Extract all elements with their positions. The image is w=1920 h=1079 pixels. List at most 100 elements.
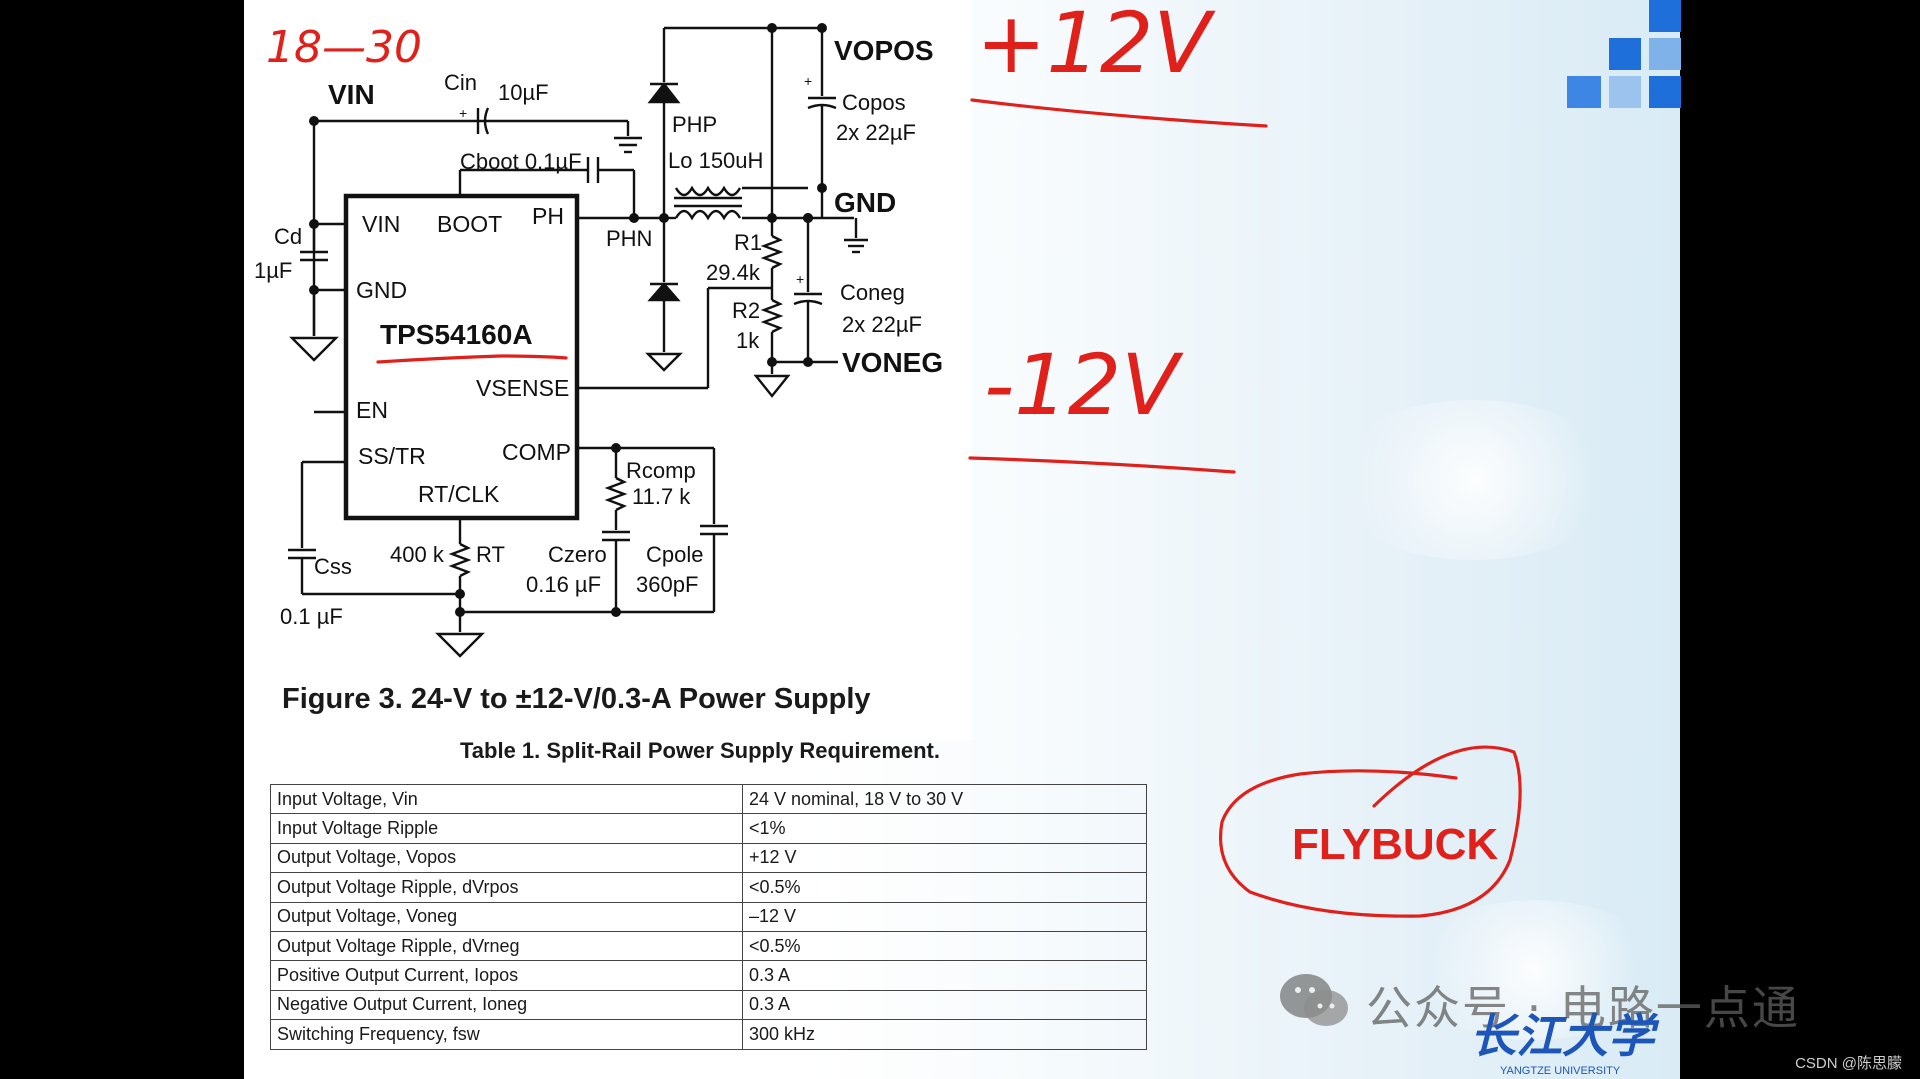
table-row: Output Voltage Ripple, dVrneg<0.5% (270, 930, 1147, 962)
label-r1-value: 29.4k (706, 260, 761, 285)
label-coneg: Coneg (840, 280, 905, 305)
ic-body (343, 193, 580, 521)
label-czero-value: 0.16 µF (526, 572, 601, 597)
table-row: Input Voltage Ripple<1% (270, 813, 1147, 844)
ink-vin-range: 18—30 (266, 22, 422, 73)
svg-text:+: + (804, 73, 812, 89)
label-rt-value: 400 k (390, 542, 445, 567)
svg-text:+: + (796, 271, 804, 287)
label-rcomp-value: 11.7 k (632, 484, 691, 509)
net-vopos: VOPOS (834, 35, 934, 66)
label-rt: RT (476, 542, 505, 567)
ink-neg-out: -12V (984, 336, 1184, 434)
svg-text:长江大学: 长江大学 (1470, 1010, 1660, 1062)
chip-name: TPS54160A (380, 319, 533, 350)
flybuck-label: FLYBUCK (1292, 820, 1499, 869)
table-cell-parameter: Output Voltage Ripple, dVrpos (270, 872, 743, 903)
label-copos: Copos (842, 90, 906, 115)
label-cin-value: 10µF (498, 80, 549, 105)
label-cpole-value: 360pF (636, 572, 698, 597)
ink-underline-neg (968, 456, 1236, 474)
table-title: Table 1. Split-Rail Power Supply Require… (459, 738, 940, 763)
label-lo: Lo 150uH (668, 148, 763, 173)
decor-tile (1609, 38, 1641, 70)
table-cell-value: <1% (742, 813, 1147, 844)
label-copos-value: 2x 22µF (836, 120, 916, 145)
watermark-account: 公众号 · 电路一点通 (1366, 981, 1800, 1035)
figure-caption: Figure 3. 24-V to ±12-V/0.3-A Power Supp… (282, 683, 871, 715)
pin-ph: PH (532, 203, 564, 229)
label-r1: R1 (734, 230, 762, 255)
label-czero: Czero (548, 542, 607, 567)
table-row: Output Voltage, Voneg–12 V (270, 901, 1147, 932)
net-voneg: VONEG (842, 347, 943, 378)
net-gnd: GND (834, 187, 896, 218)
label-css: Css (314, 554, 352, 579)
pin-en: EN (356, 397, 388, 423)
university-logo: 长江大学 YANGTZE UNIVERSITY (1470, 1010, 1660, 1077)
decor-tile (1649, 0, 1681, 32)
ink-circle-flybuck (1218, 745, 1522, 918)
table-cell-value: +12 V (742, 842, 1147, 874)
label-cd: Cd (274, 224, 302, 249)
spec-table-block: Table 1. Split-Rail Power Supply Require… (270, 738, 1148, 1050)
svg-text:+: + (459, 105, 467, 121)
background-glow (1324, 400, 1624, 560)
decor-tile (1567, 76, 1601, 108)
pin-sstr: SS/TR (358, 443, 426, 469)
table-cell-parameter: Switching Frequency, fsw (270, 1019, 743, 1050)
background-glow (1404, 900, 1664, 1040)
table-cell-parameter: Output Voltage, Voneg (270, 901, 743, 932)
table-cell-parameter: Input Voltage, Vin (270, 783, 743, 815)
csdn-credit: CSDN @陈思朦 (1795, 1055, 1902, 1072)
label-cpole: Cpole (646, 542, 703, 567)
label-cd-value: 1µF (254, 258, 292, 283)
decor-tile (1609, 76, 1641, 108)
net-vin: VIN (328, 79, 375, 110)
table-cell-parameter: Negative Output Current, Ioneg (270, 989, 743, 1021)
table-cell-parameter: Input Voltage Ripple (270, 813, 743, 844)
table-cell-value: <0.5% (742, 872, 1147, 903)
ink-pos-out: +12V (976, 0, 1216, 92)
table-cell-parameter: Output Voltage Ripple, dVrneg (270, 930, 743, 962)
table-cell-value: <0.5% (742, 930, 1147, 962)
pin-boot: BOOT (437, 211, 502, 237)
ink-underline-chip (376, 354, 568, 364)
net-phn: PHN (606, 226, 652, 251)
pin-vin: VIN (362, 211, 400, 237)
pin-rtclk: RT/CLK (418, 481, 500, 507)
label-css-value: 0.1 µF (280, 604, 343, 629)
pin-vsense: VSENSE (476, 375, 569, 401)
pin-gnd: GND (356, 277, 407, 303)
table-cell-value: 24 V nominal, 18 V to 30 V (742, 783, 1147, 815)
table-cell-parameter: Positive Output Current, Iopos (270, 960, 743, 991)
label-rcomp: Rcomp (626, 458, 696, 483)
table-cell-value: 300 kHz (742, 1019, 1147, 1050)
table-cell-value: 0.3 A (742, 989, 1147, 1021)
label-r2-value: 1k (736, 328, 760, 353)
label-cboot: Cboot 0.1µF (460, 149, 582, 174)
table-cell-value: 0.3 A (742, 960, 1147, 991)
table-row: Output Voltage, Vopos+12 V (270, 842, 1147, 874)
wechat-icon (1280, 974, 1348, 1026)
decor-tile (1649, 76, 1681, 108)
schematic-panel (244, 0, 972, 740)
ink-underline-pos (970, 98, 1268, 128)
net-php: PHP (672, 112, 717, 137)
label-cin: Cin (444, 70, 477, 95)
label-coneg-value: 2x 22µF (842, 312, 922, 337)
decor-tile (1649, 38, 1681, 70)
table-cell-parameter: Output Voltage, Vopos (270, 842, 743, 874)
label-r2: R2 (732, 298, 760, 323)
pin-comp: COMP (502, 439, 571, 465)
junction-dots (309, 23, 827, 617)
table-row: Output Voltage Ripple, dVrpos<0.5% (270, 872, 1147, 903)
table-cell-value: –12 V (742, 901, 1147, 932)
